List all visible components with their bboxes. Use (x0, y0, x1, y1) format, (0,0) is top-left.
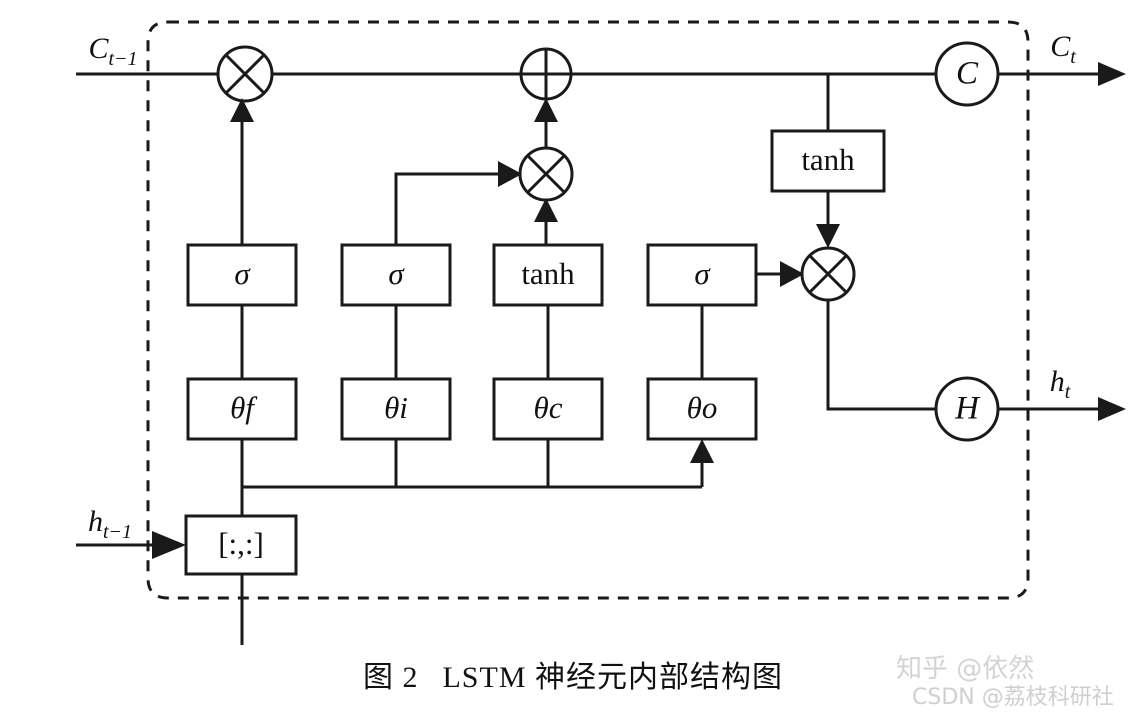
csdn-watermark: CSDN @荔枝科研社 (912, 685, 1114, 710)
cell-add-bottom-arrow-icon (534, 98, 558, 122)
output-gate-activation-label: σ (694, 256, 711, 291)
output-multiply-top-arrow-icon (816, 224, 840, 248)
cell-state-output-node (934, 41, 1000, 107)
output-weights-box (646, 377, 758, 441)
input-gate-output-wire (394, 172, 498, 245)
input-multiply-left-arrow-icon (498, 161, 522, 187)
hidden-state-in-sub: t−1 (103, 521, 132, 543)
input-gate-activation-label: σ (388, 256, 405, 291)
cell-state-out-arrow-icon (1098, 62, 1126, 86)
cell-state-tanh-box (770, 129, 886, 193)
hidden-state-out-arrow-icon (1098, 397, 1126, 421)
hidden-state-output-node-label: H (954, 391, 981, 427)
figure-caption-prefix: 图 2 (362, 661, 419, 694)
output-weights-label: θo (687, 390, 718, 425)
forget-weights-label: θf (230, 390, 258, 425)
candidate-activation-box (492, 243, 604, 307)
cell-state-in-sub: t−1 (108, 48, 137, 70)
output-gate-activation-box (646, 243, 758, 307)
output-multiply-left-arrow-icon (780, 261, 804, 287)
hidden-state-out-sub: t (1065, 381, 1071, 403)
cell-state-out-sub: t (1070, 46, 1076, 68)
hidden-state-in-label: ht−1 (88, 505, 132, 543)
cell-boundary-dashed-frame (146, 20, 1030, 600)
candidate-activation-label: tanh (521, 256, 575, 291)
input-multiply-bottom-arrow-icon (534, 198, 558, 222)
cell-state-output-node-label: C (956, 56, 979, 92)
input-multiply-glyph-b (526, 154, 566, 194)
input-weights-box (340, 377, 452, 441)
hidden-state-out-base: h (1050, 365, 1065, 398)
hidden-state-in-base: h (88, 505, 103, 538)
candidate-weights-label: θc (534, 390, 563, 425)
hidden-state-in-arrow-icon (152, 531, 186, 559)
cell-state-out-base: C (1050, 30, 1071, 63)
cell-state-in-base: C (88, 32, 109, 65)
forget-gate-activation-box (186, 243, 298, 307)
output-weights-input-arrow-icon (690, 439, 714, 463)
cell-state-out-label: Ct (1050, 30, 1076, 68)
cell-state-tanh-label: tanh (801, 142, 855, 177)
zhihu-watermark: 知乎 @依然 (896, 654, 1035, 684)
input-weights-label: θi (384, 390, 408, 425)
figure-caption: 图 2 LSTM 神经元内部结构图 (0, 652, 1146, 696)
output-to-hidden-wire (826, 300, 936, 411)
cell-state-in-label: Ct−1 (88, 32, 137, 70)
figure-caption-text: LSTM 神经元内部结构图 (442, 661, 783, 694)
forget-multiply-glyph-b (224, 53, 266, 95)
hidden-state-out-label: ht (1050, 365, 1071, 403)
concat-box (184, 514, 298, 576)
concat-box-label: [:,:] (218, 526, 264, 561)
forget-multiply-input-arrow-icon (230, 98, 254, 122)
output-multiply-glyph-b (808, 254, 848, 294)
forget-gate-activation-label: σ (234, 256, 251, 291)
